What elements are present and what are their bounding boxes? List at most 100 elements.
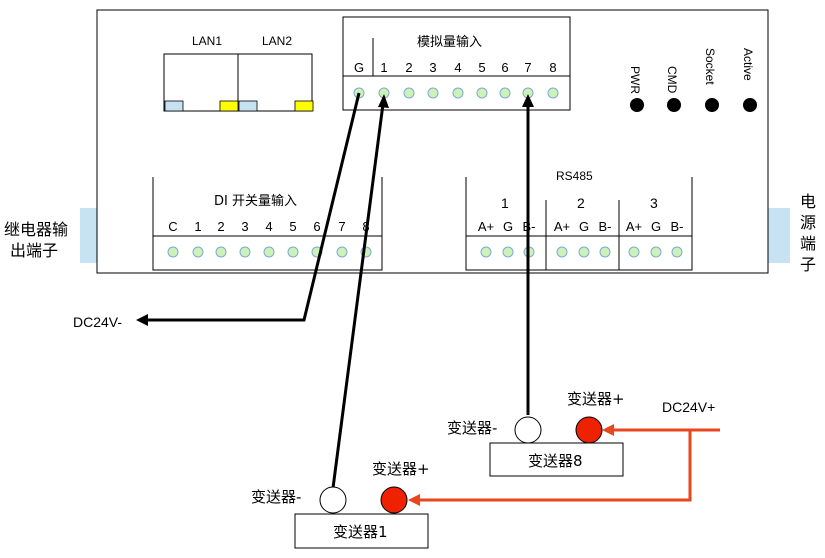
transmitter1-plus-terminal bbox=[380, 486, 408, 514]
rs485-group3-number: 3 bbox=[650, 195, 658, 211]
lan2-led-left bbox=[238, 100, 258, 112]
analog-title: 模拟量输入 bbox=[417, 34, 482, 50]
di-terminal bbox=[239, 246, 251, 258]
transmitter8-plus-arrowhead bbox=[602, 424, 614, 436]
transmitter1-name: 变送器1 bbox=[333, 523, 388, 541]
cmd-led bbox=[667, 98, 681, 112]
transmitter8-plus-label: 变送器+ bbox=[567, 390, 625, 408]
relay-output-connector bbox=[80, 208, 97, 263]
rs485-pin-label: B- bbox=[671, 219, 684, 234]
di-terminal-label: 7 bbox=[338, 219, 345, 234]
di-terminal bbox=[336, 246, 348, 258]
rs485-pin-label: G bbox=[651, 219, 661, 234]
transmitter1: 变送器1 变送器- 变送器+ bbox=[251, 460, 430, 549]
analog-terminal-label: 1 bbox=[380, 60, 387, 75]
di-terminal-label: 5 bbox=[289, 219, 296, 234]
analog-terminal bbox=[476, 87, 488, 99]
analog-terminal-label: 4 bbox=[454, 60, 461, 75]
rs485-terminal bbox=[556, 246, 568, 258]
analog-terminal bbox=[499, 87, 511, 99]
cmd-label: CMD bbox=[665, 66, 679, 94]
di-terminal-label: 1 bbox=[194, 219, 201, 234]
di-terminal-label: 3 bbox=[241, 219, 248, 234]
dc-plus-label: DC24V+ bbox=[662, 399, 715, 415]
pwr-led bbox=[630, 98, 644, 112]
rs485-group1-number: 1 bbox=[501, 195, 509, 211]
rs485-block: RS485 1 2 3 A+GB-A+GB-A+GB- bbox=[465, 169, 693, 271]
wire-transmitter1-to-analog-1 bbox=[331, 103, 385, 489]
rs485-terminal bbox=[628, 246, 640, 258]
transmitter8-minus-terminal bbox=[514, 416, 542, 444]
di-terminal bbox=[192, 246, 204, 258]
di-terminal bbox=[287, 246, 299, 258]
lan1-led-left bbox=[164, 100, 184, 112]
transmitter1-plus-arrowhead bbox=[408, 494, 420, 506]
socket-label: Socket bbox=[703, 48, 717, 85]
active-label: Active bbox=[741, 48, 755, 81]
transmitter8-name: 变送器8 bbox=[528, 452, 583, 470]
analog-terminal-label: 2 bbox=[405, 60, 412, 75]
dc-minus-label: DC24V- bbox=[73, 314, 122, 330]
transmitter1-minus-label: 变送器- bbox=[251, 488, 301, 506]
transmitter8: 变送器8 变送器- 变送器+ bbox=[447, 390, 625, 477]
power-label-char3: 端 bbox=[800, 234, 816, 253]
active-led bbox=[743, 98, 757, 112]
relay-label-line1: 继电器输 bbox=[4, 220, 68, 239]
analog-terminal-label: 8 bbox=[549, 60, 556, 75]
power-label-char1: 电 bbox=[800, 192, 816, 211]
rs485-terminal bbox=[480, 246, 492, 258]
di-terminal bbox=[167, 246, 179, 258]
red-wires bbox=[408, 424, 720, 506]
di-terminal-label: C bbox=[168, 219, 177, 234]
di-terminal-label: 6 bbox=[313, 219, 320, 234]
black-wires bbox=[136, 92, 534, 489]
di-terminal-label: 2 bbox=[217, 219, 224, 234]
transmitter8-minus-label: 变送器- bbox=[447, 419, 497, 437]
di-terminal-label: 4 bbox=[265, 219, 272, 234]
di-terminal bbox=[263, 246, 275, 258]
wire-dc-plus-to-transmitter1 bbox=[420, 428, 720, 502]
rs485-pin-label: G bbox=[503, 219, 513, 234]
rs485-terminal bbox=[599, 246, 611, 258]
rs485-terminal bbox=[650, 246, 662, 258]
rs485-terminal bbox=[671, 246, 683, 258]
socket-led bbox=[705, 98, 719, 112]
analog-terminal bbox=[427, 87, 439, 99]
transmitter8-box bbox=[489, 442, 624, 477]
di-terminal bbox=[215, 246, 227, 258]
rs485-terminal bbox=[502, 246, 514, 258]
lan2-label: LAN2 bbox=[262, 34, 292, 48]
di-frame bbox=[152, 177, 383, 271]
transmitter1-box bbox=[294, 513, 429, 549]
analog-1-arrowhead bbox=[378, 94, 389, 108]
analog-terminal-label: 6 bbox=[501, 60, 508, 75]
lan-ports: LAN1 LAN2 bbox=[163, 34, 314, 112]
rs485-terminal bbox=[578, 246, 590, 258]
lan1-led-right bbox=[219, 100, 239, 112]
analog-terminal bbox=[403, 87, 415, 99]
transmitter1-minus-terminal bbox=[319, 486, 347, 514]
analog-terminal bbox=[547, 87, 559, 99]
power-label-char2: 源 bbox=[800, 213, 816, 232]
di-title: DI 开关量输入 bbox=[214, 193, 297, 209]
rs485-pin-label: A+ bbox=[626, 219, 642, 234]
analog-terminal-label: 5 bbox=[478, 60, 485, 75]
rs485-pin-label: A+ bbox=[554, 219, 570, 234]
rs485-pin-label: A+ bbox=[478, 219, 494, 234]
transmitter8-plus-terminal bbox=[575, 416, 603, 444]
rs485-pin-label: G bbox=[579, 219, 589, 234]
lan1-label: LAN1 bbox=[192, 34, 222, 48]
power-label-char4: 子 bbox=[800, 255, 816, 274]
power-connector bbox=[768, 208, 790, 263]
analog-7-arrowhead bbox=[522, 94, 534, 107]
analog-terminal bbox=[452, 87, 464, 99]
relay-label-line2: 出端子 bbox=[10, 241, 58, 260]
rs485-group2-number: 2 bbox=[577, 195, 585, 211]
indicator-leds: PWR CMD Socket Active bbox=[628, 48, 757, 112]
dc-minus-arrowhead bbox=[136, 314, 148, 326]
rs485-title: RS485 bbox=[556, 169, 593, 183]
rs485-frame bbox=[465, 177, 693, 271]
wire-analog-g-to-dc-minus bbox=[147, 92, 361, 322]
